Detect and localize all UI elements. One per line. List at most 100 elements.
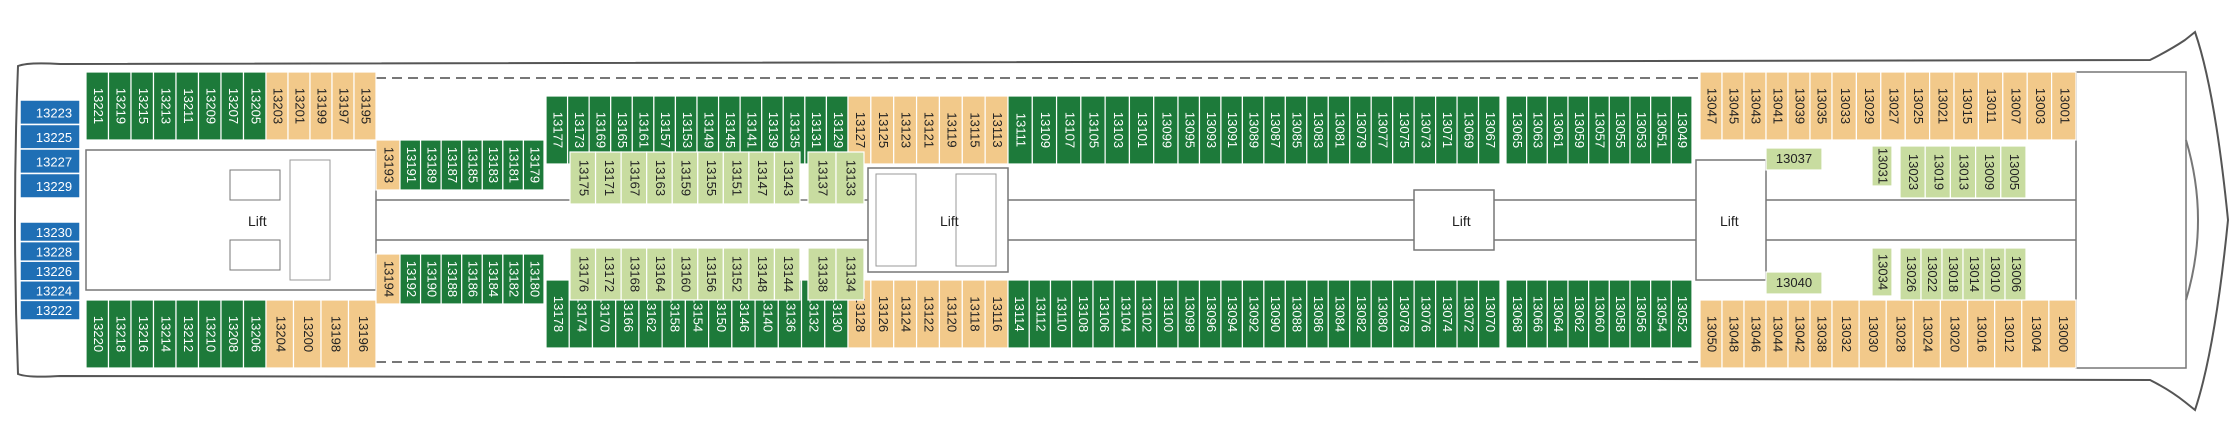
cabin-13013[interactable] [1949,145,1977,199]
cabin-13133[interactable] [835,151,865,205]
cabin-label: 13046 [1749,316,1764,352]
cabin-13052[interactable] [1670,279,1693,349]
cabin-13222[interactable] [19,299,81,321]
cabin-label: 13198 [328,316,343,352]
cabin-13103[interactable] [1104,95,1131,165]
cabin-label: 13109 [1038,112,1053,148]
cabin-13163[interactable] [646,151,673,205]
cabin-label: 13194 [382,261,397,297]
cabin-13225[interactable] [19,123,81,150]
cabin-13198[interactable] [320,299,350,369]
cabin-label: 13070 [1483,296,1498,332]
cabin-13172[interactable] [594,247,622,301]
cabin-label: 13113 [990,112,1005,147]
cabin-13171[interactable] [594,151,622,205]
cabin-label: 13050 [1705,316,1720,352]
cabin-13175[interactable] [569,151,597,205]
cabin-label: 13126 [876,296,891,332]
cabin-13001[interactable] [2051,71,2077,141]
cabin-label: 13128 [853,296,868,332]
cabin-13029[interactable] [1855,71,1882,141]
cabin-13006[interactable] [2004,247,2027,301]
cabin-13196[interactable] [347,299,377,369]
cabin-13167[interactable] [620,151,648,205]
cabin-label: 13057 [1593,112,1608,148]
cabin-label: 13115 [967,112,982,147]
cabin-label: 13190 [424,261,439,297]
cabin-label: 13132 [807,296,822,332]
cabin-13144[interactable] [773,247,801,301]
cabin-13067[interactable] [1477,95,1501,165]
cabin-label: 13000 [2056,316,2071,352]
cabin-13011[interactable] [1977,71,2004,141]
cabin-label: 13116 [990,296,1005,331]
cabin-13138[interactable] [807,247,837,301]
cabin-13070[interactable] [1477,279,1501,349]
cabin-13000[interactable] [2048,299,2077,369]
cabin-label: 13157 [658,112,673,148]
cabin-label: 13048 [1727,316,1742,352]
cabin-label: 13140 [760,296,775,332]
cabin-13180[interactable] [522,253,545,305]
cabin-label: 13204 [273,316,288,352]
cabin-13143[interactable] [773,151,801,205]
cabin-label: 13084 [1333,296,1348,332]
cabin-13107[interactable] [1055,95,1082,165]
cabin-13204[interactable] [265,299,295,369]
cabin-13040[interactable] [1765,271,1823,295]
cabin-13152[interactable] [722,247,750,301]
cabin-13137[interactable] [807,151,837,205]
cabin-13030[interactable] [1858,299,1887,369]
cabin-13033[interactable] [1831,71,1857,141]
cabin-13005[interactable] [2000,145,2027,199]
cabin-13109[interactable] [1031,95,1058,165]
cabin-label: 13161 [637,112,652,148]
cabin-13027[interactable] [1880,71,1906,141]
cabin-13179[interactable] [522,139,545,191]
cabin-13049[interactable] [1670,95,1693,165]
lift-label-aft-2: Lift [1720,213,1739,229]
cabin-label: 13144 [781,256,796,292]
cabin-13023[interactable] [1899,145,1926,199]
cabin-13134[interactable] [835,247,865,301]
cabin-label: 13122 [922,296,937,332]
cabin-label: 13197 [337,88,352,124]
cabin-label: 13176 [576,256,591,292]
cabin-label: 13131 [809,112,824,148]
lift-label-mid: Lift [940,213,959,229]
cabin-label: 13146 [737,296,752,332]
cabin-13099[interactable] [1153,95,1179,165]
cabin-label: 13212 [181,316,196,352]
cabin-13037[interactable] [1765,147,1823,171]
cabin-13034[interactable] [1871,247,1893,297]
cabin-label: 13147 [755,160,770,196]
cabin-13147[interactable] [748,151,776,205]
cabin-13028[interactable] [1885,299,1914,369]
cabin-label: 13222 [36,303,72,318]
cabin-label: 13124 [899,296,914,332]
cabin-13194[interactable] [375,253,401,305]
cabin-13195[interactable] [353,71,377,141]
cabin-label: 13107 [1062,112,1077,148]
cabin-label: 13021 [1935,88,1950,124]
cabin-13031[interactable] [1871,145,1893,187]
cabin-label: 13158 [667,296,682,332]
cabin-label: 13072 [1461,296,1476,332]
cabin-label: 13229 [36,179,72,194]
cabin-13148[interactable] [748,247,776,301]
cabin-13229[interactable] [19,172,81,199]
cabin-13223[interactable] [19,99,81,126]
cabin-13168[interactable] [620,247,648,301]
cabin-13003[interactable] [2026,71,2053,141]
cabin-13025[interactable] [1904,71,1931,141]
cabin-label: 13012 [2002,316,2017,352]
cabin-13193[interactable] [375,139,401,191]
cabin-13020[interactable] [1939,299,1969,369]
cabin-label: 13134 [844,256,859,292]
cabin-13009[interactable] [1974,145,2002,199]
